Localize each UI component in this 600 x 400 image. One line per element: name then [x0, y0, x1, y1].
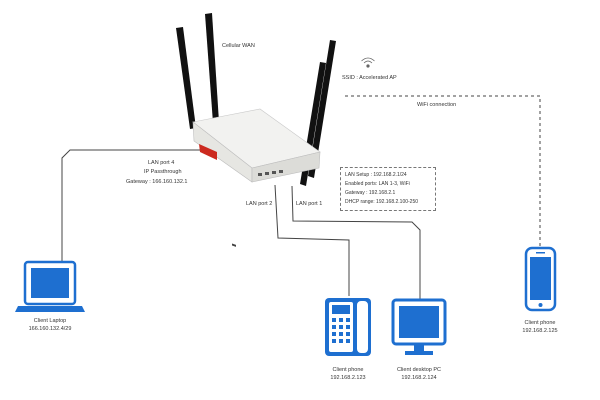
link-lan-port4-laptop: [61, 149, 200, 262]
router-ports: [258, 170, 283, 176]
client-desktop-ip: 192.168.2.124: [401, 375, 437, 381]
connection-lines: [61, 95, 541, 300]
link-lan-port1-desktop: [291, 185, 421, 300]
client-laptop-name: Client Laptop: [33, 318, 67, 324]
client-laptop-ip: 166.160.132.4/29: [28, 326, 72, 332]
wifi-icon: [361, 57, 375, 68]
lan-setup: LAN Setup : 192.168.2.1/24: [345, 172, 407, 178]
lan-port4-line1: LAN port 4: [148, 160, 175, 166]
router-device: [176, 13, 336, 247]
desk-phone-icon: [325, 298, 371, 356]
wifi-connection-label: WiFi connection: [417, 102, 457, 108]
client-mobile-name: Client phone: [524, 320, 556, 326]
lan-port2-label: LAN port 2: [246, 201, 273, 207]
lan-port4-line3: Gateway : 166.160.132.1: [126, 179, 188, 185]
desktop-monitor-icon: [391, 298, 447, 355]
lan-enabled-ports: Enabled ports: LAN 1-3, WiFi: [345, 181, 410, 187]
laptop-icon: [15, 260, 85, 312]
ssid-label: SSID : Accelerated AP: [342, 75, 397, 81]
lan-dhcp-range: DHCP range: 192.168.2.100-250: [345, 199, 419, 205]
lan-settings-box: LAN Setup : 192.168.2.1/24 Enabled ports…: [340, 167, 436, 211]
router-brand-strip: [199, 144, 217, 160]
lan-port1-label: LAN port 1: [296, 201, 323, 207]
client-deskphone-name: Client phone: [332, 367, 364, 373]
client-mobile-ip: 192.168.2.125: [522, 328, 558, 334]
client-deskphone-ip: 192.168.2.123: [330, 375, 366, 381]
lan-gateway: Gateway : 192.168.2.1: [345, 190, 396, 196]
link-lan-port2-deskphone: [274, 184, 350, 296]
cellular-wan-label: Cellular WAN: [222, 43, 255, 49]
lan-port4-line2: IP Passthrough: [144, 169, 182, 175]
link-wifi-mobile: [345, 95, 541, 248]
client-desktop-name: Client desktop PC: [396, 367, 442, 373]
mobile-phone-icon: [524, 246, 557, 312]
